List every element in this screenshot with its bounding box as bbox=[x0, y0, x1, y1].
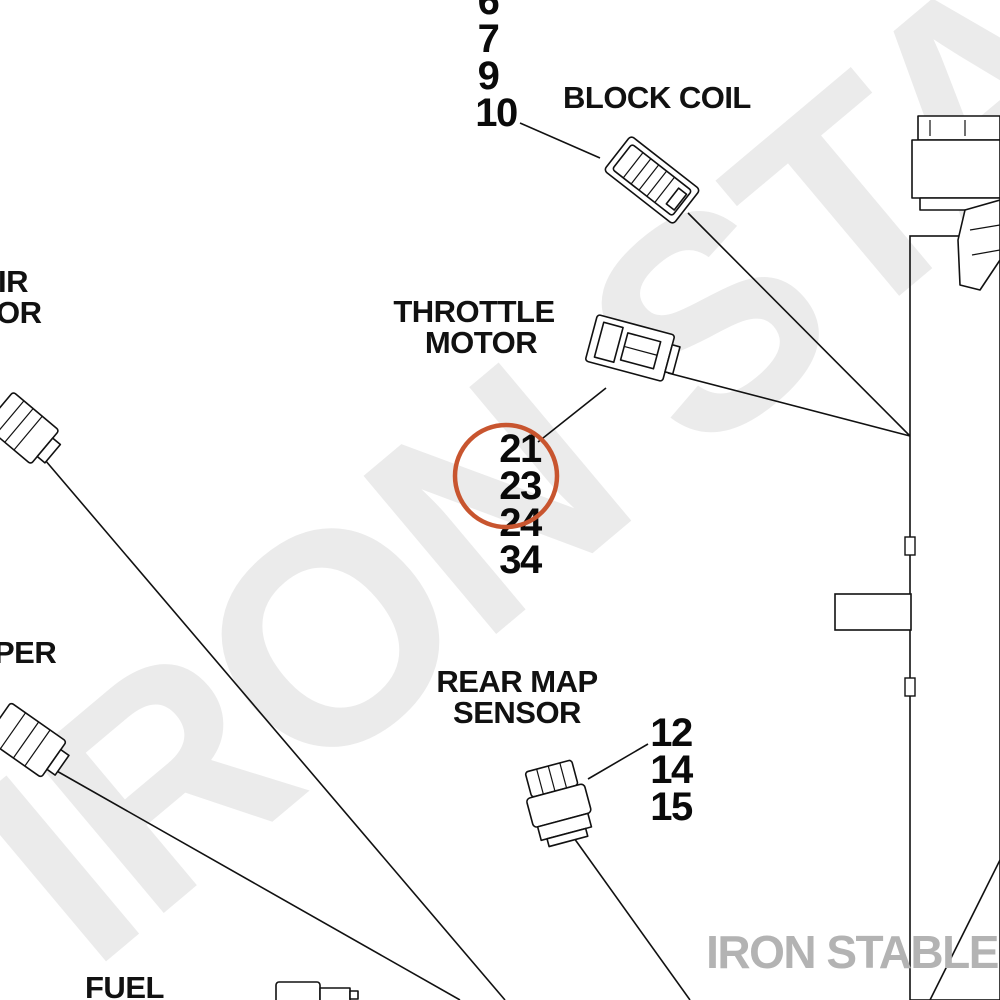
block-coil-connector bbox=[604, 136, 700, 224]
pin-number: 14 bbox=[650, 748, 694, 792]
block-coil-label: BLOCK COIL bbox=[563, 80, 751, 115]
block-coil-pins: 6 7 9 10 bbox=[475, 0, 518, 135]
ecu-connector bbox=[911, 115, 1000, 291]
pin-number: 9 bbox=[478, 54, 499, 98]
pin-number: 15 bbox=[650, 785, 693, 829]
trunk-clip-2 bbox=[904, 677, 916, 697]
corner-watermark: IRON STABLE bbox=[706, 926, 998, 978]
pin-number: 6 bbox=[478, 0, 499, 23]
rear-map-sensor-pins: 12 14 15 bbox=[650, 711, 695, 829]
pin-number: 34 bbox=[499, 538, 543, 582]
trunk-branch bbox=[834, 593, 912, 631]
throttle-motor-label-line2: MOTOR bbox=[425, 325, 537, 360]
per-label: PER bbox=[0, 635, 56, 670]
pin-number: 10 bbox=[475, 91, 517, 135]
per-connector bbox=[0, 702, 70, 778]
throttle-motor-connector bbox=[585, 314, 681, 382]
throttle-motor-pins: 21 23 24 34 bbox=[499, 427, 544, 582]
fuel-label: FUEL bbox=[85, 970, 164, 1000]
rear-map-sensor-label-line2: SENSOR bbox=[453, 695, 581, 730]
air-sensor-label-line1: IR bbox=[0, 264, 28, 299]
wires bbox=[44, 122, 1000, 1000]
rear-map-sensor-label-line1: REAR MAP bbox=[436, 664, 597, 699]
pin-number: 12 bbox=[650, 711, 692, 755]
throttle-motor-label-line1: THROTTLE bbox=[393, 294, 554, 329]
rear-map-sensor-connector bbox=[524, 759, 593, 848]
pin-number: 23 bbox=[499, 464, 541, 508]
trunk-clip-1 bbox=[904, 536, 916, 556]
air-sensor-connector bbox=[0, 392, 62, 464]
pin-number: 7 bbox=[478, 17, 499, 61]
highlight-circle bbox=[452, 422, 560, 530]
air-sensor-label-line2: OR bbox=[0, 295, 42, 330]
fuel-connector bbox=[275, 981, 359, 1000]
